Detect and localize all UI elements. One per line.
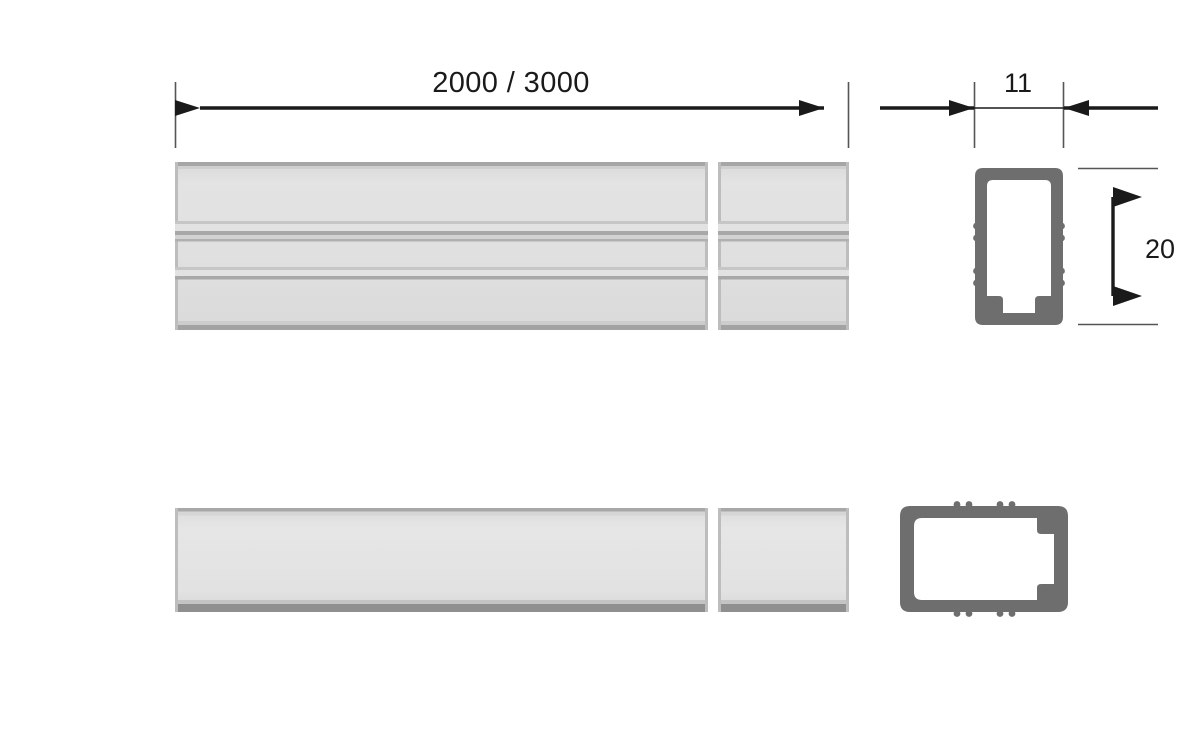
- notch-bump: [1008, 610, 1016, 617]
- top-elevation-segment-2: [718, 508, 849, 612]
- notch-bump: [953, 610, 961, 617]
- bottom-edge: [718, 325, 849, 330]
- groove-face: [175, 224, 708, 231]
- groove-line: [175, 276, 708, 280]
- groove-face: [718, 224, 849, 231]
- dimension-label-height: 20: [1145, 234, 1175, 264]
- notch-bump: [996, 501, 1004, 508]
- right-edge: [846, 162, 849, 330]
- groove-line: [175, 231, 708, 235]
- left-edge: [718, 162, 721, 330]
- notch-bump: [1058, 279, 1065, 287]
- groove-line: [718, 239, 849, 242]
- notch-bump: [973, 222, 980, 230]
- bottom-edge: [718, 604, 849, 612]
- dimension-length: [174, 82, 850, 148]
- notch-bump: [973, 234, 980, 242]
- top-edge-highlight: [718, 166, 849, 169]
- dimension-label-width: 11: [1004, 68, 1032, 98]
- break-gap: [708, 500, 718, 620]
- groove-face: [718, 270, 849, 276]
- cross-section-portrait: [973, 168, 1065, 325]
- groove-line: [718, 231, 849, 235]
- notch-bump: [965, 501, 973, 508]
- bottom-edge-highlight: [718, 321, 849, 325]
- profile-face: [718, 162, 849, 330]
- right-edge: [705, 162, 708, 330]
- notch-bump: [1058, 234, 1065, 242]
- groove-line: [175, 221, 708, 224]
- left-edge: [718, 508, 721, 612]
- break-gap: [708, 155, 718, 340]
- groove-line: [718, 221, 849, 224]
- dimension-label-length: 2000 / 3000: [432, 67, 590, 99]
- notch-bump: [1008, 501, 1016, 508]
- top-edge: [718, 508, 849, 512]
- retaining-tab-top: [1037, 518, 1054, 534]
- top-elevation-view: [175, 500, 849, 620]
- cross-section-landscape: [900, 501, 1068, 617]
- notch-bump: [973, 279, 980, 287]
- retaining-tab-bottom: [1037, 584, 1054, 600]
- profile-face: [718, 508, 849, 612]
- right-edge: [705, 508, 708, 612]
- dimension-width: [880, 82, 1158, 148]
- top-edge-highlight: [175, 166, 708, 169]
- dimension-height: [1078, 167, 1158, 326]
- notch-bump: [1058, 222, 1065, 230]
- groove-face: [718, 235, 849, 239]
- groove-line: [718, 267, 849, 270]
- groove-line: [175, 239, 708, 242]
- groove-line: [718, 276, 849, 280]
- top-edge-highlight: [175, 511, 708, 516]
- bottom-edge-highlight: [175, 600, 708, 604]
- groove-line: [175, 267, 708, 270]
- profile-face: [175, 508, 708, 612]
- front-elevation-segment-1: [175, 162, 708, 330]
- groove-face: [175, 235, 708, 239]
- bottom-edge: [175, 604, 708, 612]
- right-edge: [846, 508, 849, 612]
- profile-wall: [900, 506, 1068, 612]
- notch-bump: [953, 501, 961, 508]
- top-edge: [175, 162, 708, 166]
- front-elevation-view: [175, 155, 849, 340]
- notch-bump: [973, 267, 980, 275]
- profile-face: [175, 162, 708, 330]
- notch-bump: [1058, 267, 1065, 275]
- front-elevation-segment-2: [718, 162, 849, 330]
- top-edge-highlight: [718, 511, 849, 516]
- top-edge: [175, 508, 708, 512]
- top-elevation-segment-1: [175, 508, 708, 612]
- bottom-edge-highlight: [175, 321, 708, 325]
- left-edge: [175, 508, 178, 612]
- top-edge: [718, 162, 849, 166]
- bottom-edge-highlight: [718, 600, 849, 604]
- notch-bump: [965, 610, 973, 617]
- notch-bump: [996, 610, 1004, 617]
- groove-face: [175, 270, 708, 276]
- retaining-tab-left: [987, 296, 1003, 313]
- left-edge: [175, 162, 178, 330]
- profile-wall: [975, 168, 1063, 325]
- bottom-edge: [175, 325, 708, 330]
- retaining-tab-right: [1035, 296, 1051, 313]
